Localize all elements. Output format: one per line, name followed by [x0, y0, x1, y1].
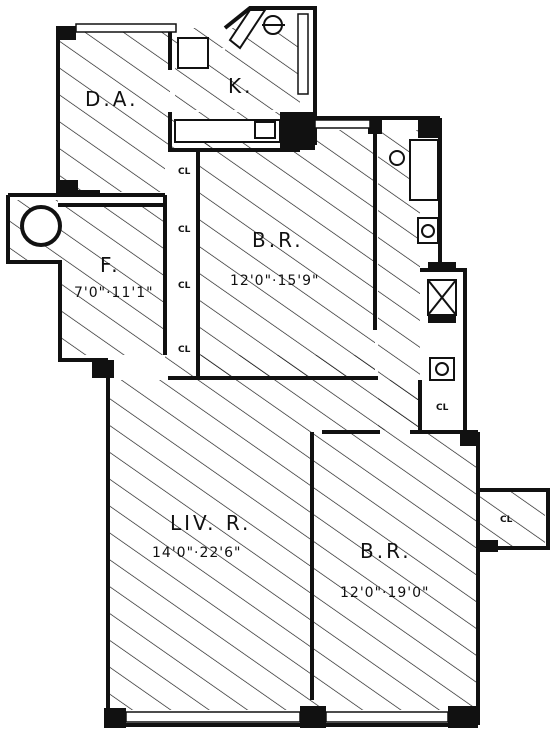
living-room-label: LIV. R. [170, 511, 251, 535]
kitchen-label: K. [228, 74, 253, 98]
bath-fixtures [389, 139, 457, 381]
dining-alcove-label: D.A. [85, 87, 138, 111]
closet-label: CL [500, 515, 513, 525]
bedroom-1-dimensions: 12'0"·15'9" [230, 273, 319, 289]
kitchen-fixtures [174, 9, 285, 143]
foyer-label: F. [100, 253, 121, 277]
windows [75, 13, 449, 723]
closet-label: CL [178, 167, 191, 177]
wall-columns [56, 26, 498, 728]
bedroom-2-dimensions: 12'0"·19'0" [340, 585, 429, 601]
closet-label: CL [178, 345, 191, 355]
living-room-dimensions: 14'0"·22'6" [152, 545, 241, 561]
closet-label: CL [436, 403, 449, 413]
room-labels: D.A. K. F. 7'0"·11'1" B.R. 12'0"·15'9" L… [74, 74, 429, 601]
bedroom-2-label: B.R. [360, 539, 412, 563]
closet-labels: CL CL CL CL CL CL [178, 167, 513, 525]
closet-label: CL [178, 225, 191, 235]
foyer-column [20, 205, 62, 247]
floor-hatching [8, 28, 545, 710]
closet-label: CL [178, 281, 191, 291]
foyer-dimensions: 7'0"·11'1" [74, 285, 154, 301]
bedroom-1-label: B.R. [252, 228, 304, 252]
